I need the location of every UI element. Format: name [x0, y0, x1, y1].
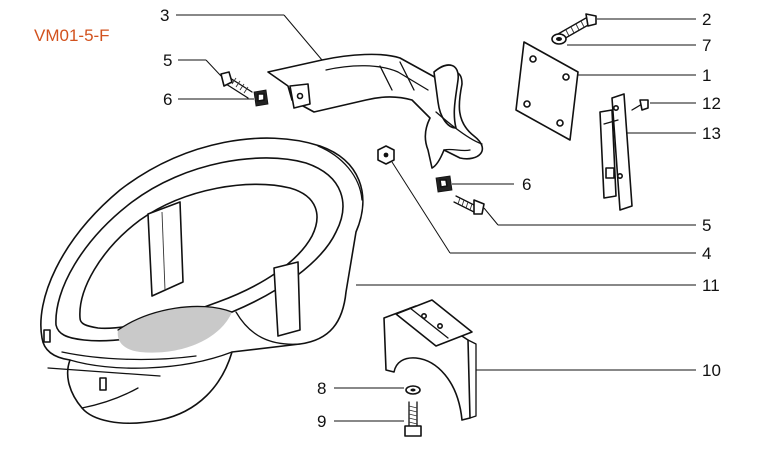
leader-lines: [176, 14, 696, 422]
callout-11: 11: [702, 276, 720, 295]
callout-3: 3: [160, 6, 169, 25]
clip-part-6-mid: [435, 175, 453, 193]
screw-part-5-top: [220, 71, 253, 99]
callout-5-top: 5: [163, 51, 172, 70]
callout-10: 10: [702, 361, 721, 380]
callout-5-mid: 5: [702, 216, 711, 235]
callout-4: 4: [702, 244, 711, 263]
washer-part-7: [551, 33, 567, 45]
callout-labels: 3 2 7 1 5 6 12 13 6 5 4 11 10 8 9: [160, 6, 721, 431]
storage-tub: [40, 137, 364, 425]
nut-part-4: [377, 145, 395, 165]
callout-6-top: 6: [163, 90, 172, 109]
callout-12: 12: [702, 94, 721, 113]
license-plate: [515, 41, 579, 141]
drawing-code-label: VM01-5-F: [34, 26, 110, 45]
callout-2: 2: [702, 10, 711, 29]
callout-9: 9: [317, 412, 326, 431]
bracket-part-13: [599, 93, 633, 211]
callout-1: 1: [702, 66, 711, 85]
screw-part-2: [557, 13, 597, 41]
washer-part-8: [405, 385, 421, 395]
callout-13: 13: [702, 124, 721, 143]
callout-8: 8: [317, 379, 326, 398]
rear-mudguard: [267, 53, 484, 169]
support-part-10: [383, 299, 477, 421]
screw-part-5-mid: [453, 195, 485, 215]
callout-7: 7: [702, 36, 711, 55]
callout-6-mid: 6: [522, 175, 531, 194]
bolt-part-9: [404, 401, 422, 437]
screw-part-12: [631, 99, 649, 111]
clip-part-6-top: [253, 89, 269, 107]
